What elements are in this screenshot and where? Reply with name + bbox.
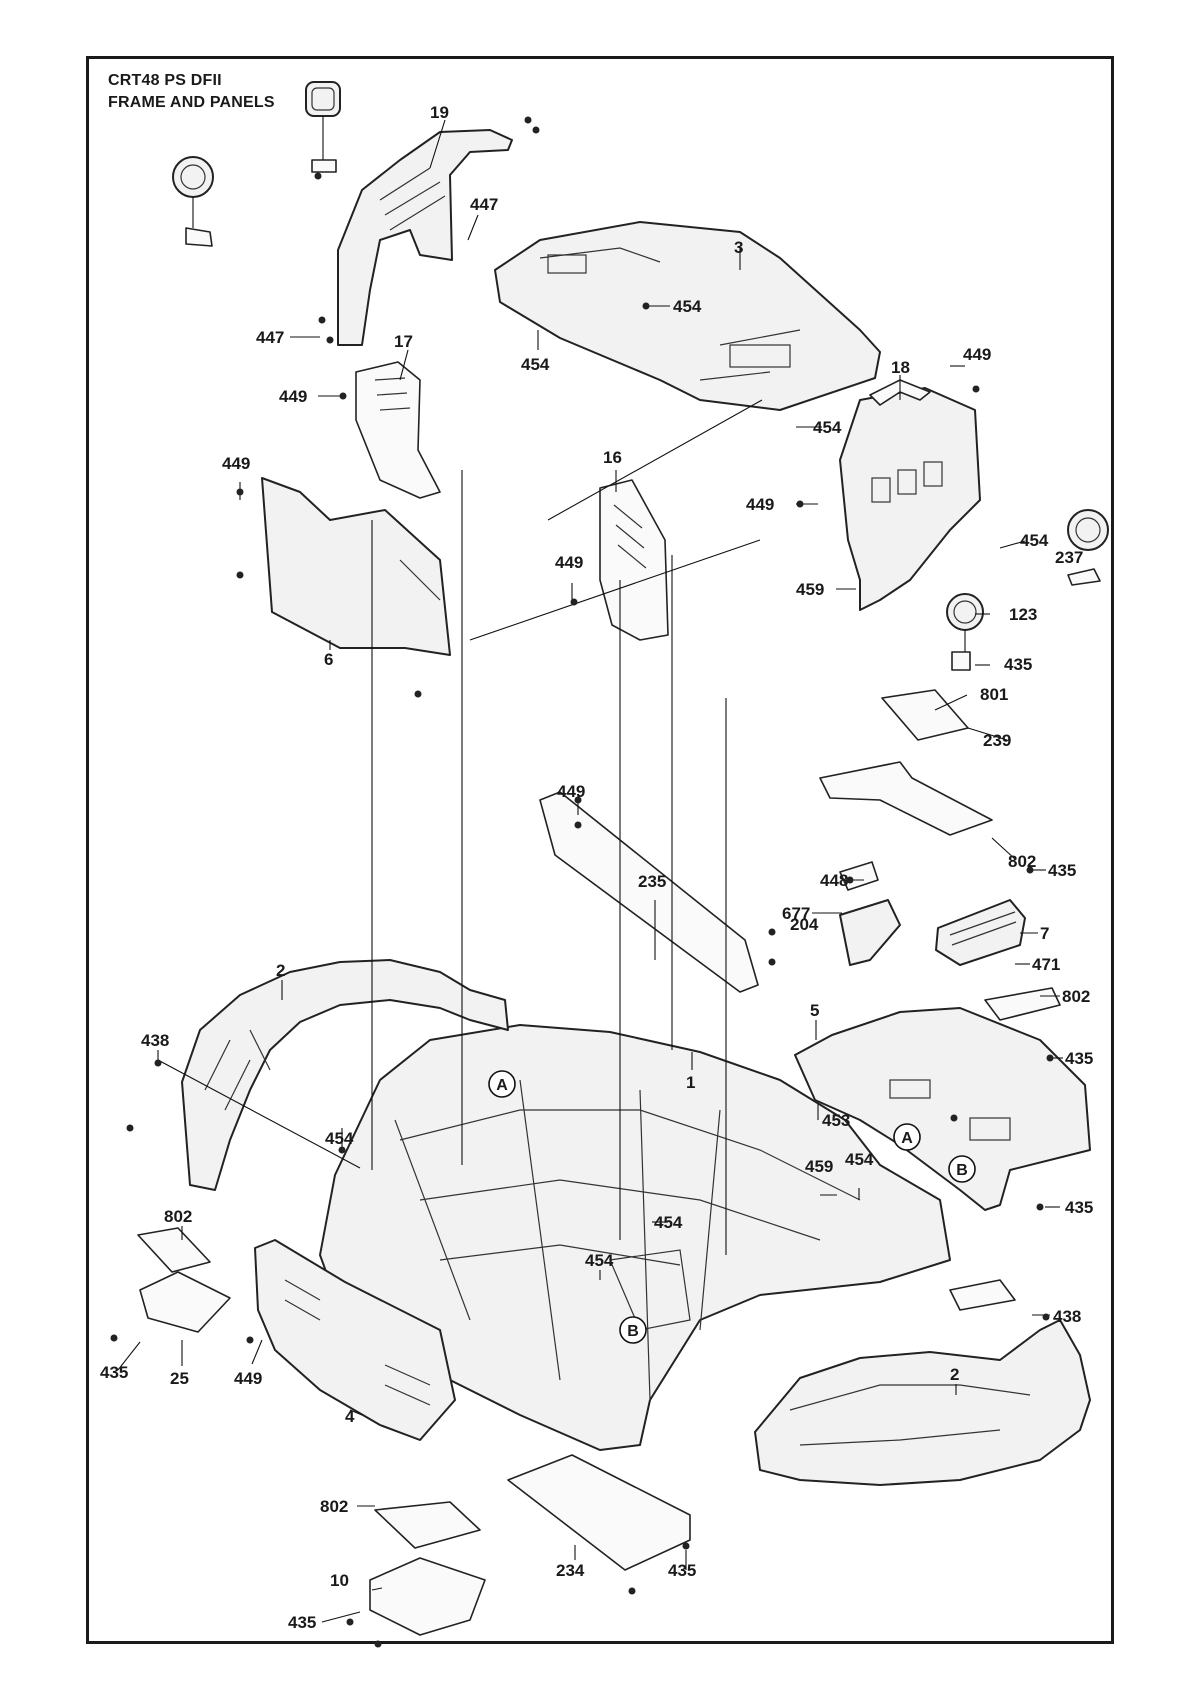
- callout-7: 7: [1040, 924, 1049, 943]
- reference-marker-b-frame: B: [619, 1316, 647, 1344]
- callout-234: 234: [556, 1561, 585, 1580]
- part-6-front-panel: [261, 477, 451, 656]
- callout-6: 6: [324, 650, 333, 669]
- callout-25: 25: [170, 1369, 189, 1388]
- callout-454: 454: [1020, 531, 1049, 550]
- drawing-title: CRT48 PS DFII FRAME AND PANELS: [108, 70, 275, 114]
- callout-454: 454: [521, 355, 550, 374]
- part-17-side-plate: [355, 361, 441, 499]
- callout-17: 17: [394, 332, 413, 351]
- section-title: FRAME AND PANELS: [108, 94, 275, 111]
- part-10-bracket: [369, 1557, 486, 1636]
- callout-435: 435: [288, 1613, 316, 1632]
- callout-802: 802: [1062, 987, 1090, 1006]
- callout-18: 18: [891, 358, 910, 377]
- callout-labels: 19 447 3 454 447 454 17 449 18 449 454 4…: [100, 103, 1093, 1632]
- part-802-strip-a: [819, 761, 993, 836]
- callout-447: 447: [256, 328, 284, 347]
- callout-802: 802: [320, 1497, 348, 1516]
- callout-449: 449: [963, 345, 991, 364]
- callout-3: 3: [734, 238, 743, 257]
- callout-453: 453: [822, 1111, 850, 1130]
- callout-802: 802: [164, 1207, 192, 1226]
- part-25-bracket: [139, 1271, 231, 1333]
- work-light-left: [172, 156, 214, 247]
- callout-471: 471: [1032, 955, 1060, 974]
- part-3-dash-panel: [494, 221, 881, 411]
- part-4-side-panel: [254, 1239, 456, 1441]
- callout-449: 449: [746, 495, 774, 514]
- reference-marker-a-floor: A: [893, 1123, 921, 1151]
- callout-454: 454: [813, 418, 842, 437]
- callout-449: 449: [555, 553, 583, 572]
- part-239-pad: [881, 689, 969, 741]
- callout-4: 4: [345, 1407, 355, 1426]
- fastener-screws: [110, 116, 1054, 1648]
- callout-677: 677: [782, 904, 810, 923]
- callout-19: 19: [430, 103, 449, 122]
- part-2-left-fender: [181, 959, 509, 1191]
- callout-454: 454: [654, 1213, 683, 1232]
- callout-435: 435: [1048, 861, 1076, 880]
- callout-449: 449: [279, 387, 307, 406]
- part-234-underplate: [507, 1454, 691, 1571]
- callout-435: 435: [100, 1363, 128, 1382]
- part-5-floor-panel: [794, 1007, 1091, 1211]
- callout-449: 449: [234, 1369, 262, 1388]
- callout-438: 438: [141, 1031, 169, 1050]
- callout-438: 438: [1053, 1307, 1081, 1326]
- callout-204: 204: [790, 915, 819, 934]
- callout-802: 802: [1008, 852, 1036, 871]
- callout-448: 448: [820, 871, 848, 890]
- part-2-right-fender: [754, 1319, 1091, 1486]
- model-code: CRT48 PS DFII: [108, 72, 222, 89]
- reference-marker-b-floor: B: [948, 1155, 976, 1183]
- part-802-shield-d: [374, 1501, 481, 1549]
- callout-237: 237: [1055, 548, 1083, 567]
- svg-text:B: B: [956, 1162, 968, 1179]
- part-204-pedal: [839, 899, 901, 966]
- callout-459: 459: [796, 580, 824, 599]
- callout-2: 2: [950, 1365, 959, 1384]
- callout-435: 435: [1004, 655, 1032, 674]
- callout-10: 10: [330, 1571, 349, 1590]
- part-235-crossbar: [539, 791, 759, 993]
- callout-449: 449: [557, 782, 585, 801]
- part-18-right-dash: [839, 387, 981, 611]
- callout-454: 454: [325, 1129, 354, 1148]
- callout-239: 239: [983, 731, 1011, 750]
- reference-marker-a-frame: A: [488, 1070, 516, 1098]
- part-802-shield-c: [137, 1227, 211, 1273]
- svg-text:B: B: [627, 1323, 639, 1340]
- callout-454: 454: [845, 1150, 874, 1169]
- callout-235: 235: [638, 872, 666, 891]
- callout-801: 801: [980, 685, 1008, 704]
- callout-2: 2: [276, 961, 285, 980]
- callout-454: 454: [673, 297, 702, 316]
- part-1-main-frame: [319, 1024, 951, 1451]
- callout-449: 449: [222, 454, 250, 473]
- callout-5: 5: [810, 1001, 819, 1020]
- svg-text:A: A: [901, 1130, 913, 1147]
- callout-447: 447: [470, 195, 498, 214]
- work-light-top: [305, 81, 341, 173]
- part-16-side-plate: [599, 479, 669, 641]
- work-light-right: [1067, 509, 1109, 586]
- callout-435: 435: [1065, 1049, 1093, 1068]
- callout-459: 459: [805, 1157, 833, 1176]
- callout-435: 435: [1065, 1198, 1093, 1217]
- callout-1: 1: [686, 1073, 695, 1092]
- callout-16: 16: [603, 448, 622, 467]
- work-light-mid: [946, 593, 984, 671]
- callout-435: 435: [668, 1561, 696, 1580]
- part-7-step: [935, 899, 1026, 966]
- callout-123: 123: [1009, 605, 1037, 624]
- part-802-strip-b: [984, 987, 1061, 1021]
- svg-text:A: A: [496, 1077, 508, 1094]
- callout-454: 454: [585, 1251, 614, 1270]
- part-19-rear-bracket: [337, 129, 513, 346]
